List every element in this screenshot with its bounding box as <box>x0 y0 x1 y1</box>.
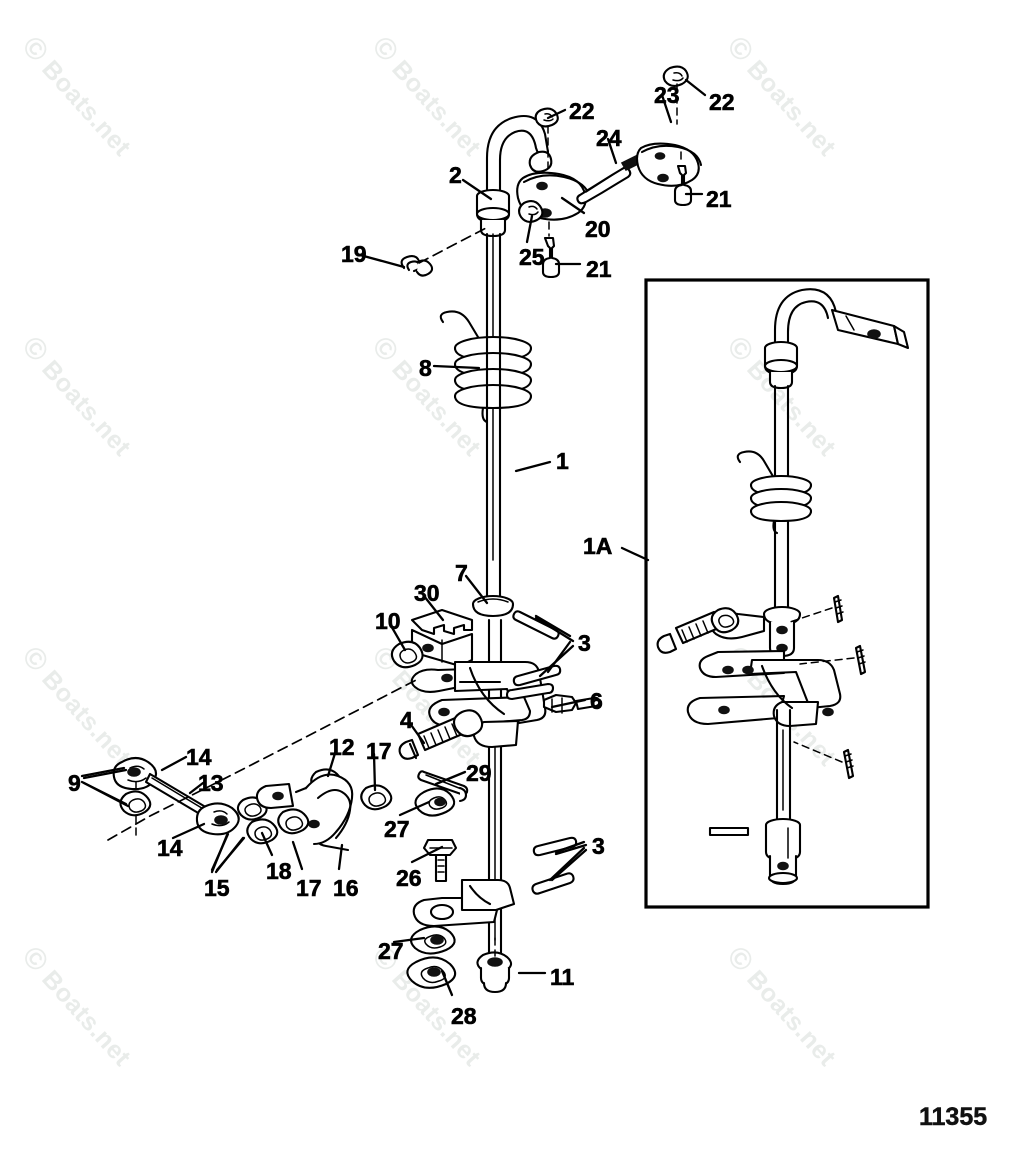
callout-15: 15 <box>204 875 230 901</box>
leader-line-30 <box>422 594 445 622</box>
callout-17: 17 <box>366 738 392 764</box>
callout-18: 18 <box>266 858 292 884</box>
leader-line-3 <box>538 644 575 678</box>
leader-line-6 <box>550 698 587 709</box>
leader-line-2 <box>461 178 493 201</box>
callout-16: 16 <box>333 875 359 901</box>
callout-12: 12 <box>329 734 355 760</box>
leader-line-20 <box>560 196 586 215</box>
callout-7: 7 <box>455 560 468 586</box>
callout-21: 21 <box>586 256 612 282</box>
callout-29: 29 <box>466 760 492 786</box>
callout-30: 30 <box>414 580 440 606</box>
leader-line-28 <box>440 969 454 997</box>
leader-line-3 <box>534 616 575 643</box>
callout-8: 8 <box>419 355 432 381</box>
callout-14: 14 <box>157 835 183 861</box>
callout-24: 24 <box>596 125 622 151</box>
leader-line-26 <box>410 845 444 864</box>
leader-line-1 <box>514 460 552 473</box>
leader-line-3 <box>550 848 588 882</box>
leader-line-22 <box>684 78 707 97</box>
leader-line-18 <box>260 831 274 857</box>
leader-line-17 <box>291 840 304 871</box>
leader-line-22 <box>546 108 567 120</box>
leader-line-4 <box>407 720 426 745</box>
callout-14: 14 <box>186 744 212 770</box>
callout-13: 13 <box>198 770 224 796</box>
callout-20: 20 <box>585 216 611 242</box>
leader-lines <box>82 78 707 997</box>
callout-27: 27 <box>378 938 404 964</box>
leader-line-14 <box>160 755 188 772</box>
leader-line-25 <box>525 214 534 244</box>
leader-line-9 <box>82 781 130 808</box>
leader-line-19 <box>358 253 406 269</box>
leader-line-10 <box>388 622 407 652</box>
leader-line-15 <box>214 836 245 874</box>
callout-2: 2 <box>449 162 462 188</box>
callout-22: 22 <box>569 98 595 124</box>
leader-line-9 <box>82 768 128 780</box>
callout-26: 26 <box>396 865 422 891</box>
callout-25: 25 <box>519 244 545 270</box>
callout-11: 11 <box>550 964 575 990</box>
leader-line-13 <box>188 781 205 795</box>
leader-line-1A <box>620 546 650 562</box>
leader-line-27 <box>392 936 426 944</box>
leader-line-23 <box>660 93 673 124</box>
callout-1A: 1A <box>583 533 613 559</box>
callout-28: 28 <box>451 1003 477 1029</box>
leader-line-24 <box>606 137 618 165</box>
leader-line-17 <box>372 752 377 792</box>
callout-4: 4 <box>400 707 413 733</box>
leader-line-3 <box>554 843 588 856</box>
leader-line-12 <box>326 748 338 778</box>
callout-23: 23 <box>654 82 680 108</box>
callout-22: 22 <box>709 89 735 115</box>
leader-line-27 <box>398 800 431 817</box>
leader-line-7 <box>464 574 489 605</box>
callout-21: 21 <box>706 186 732 212</box>
callout-27: 27 <box>384 816 410 842</box>
leader-line-8 <box>432 364 481 370</box>
callout-6: 6 <box>590 688 603 714</box>
leader-line-16 <box>337 843 344 871</box>
leader-line-29 <box>434 770 467 786</box>
callout-3: 3 <box>592 833 605 859</box>
callout-1: 1 <box>556 448 569 474</box>
callout-3: 3 <box>578 630 591 656</box>
callout-9: 9 <box>68 770 81 796</box>
callout-17: 17 <box>296 875 322 901</box>
leader-line-14 <box>171 822 206 840</box>
callout-19: 19 <box>341 241 367 267</box>
diagram-number: 11355 <box>919 1103 988 1132</box>
callout-10: 10 <box>375 608 401 634</box>
leader-line-15 <box>210 833 229 874</box>
